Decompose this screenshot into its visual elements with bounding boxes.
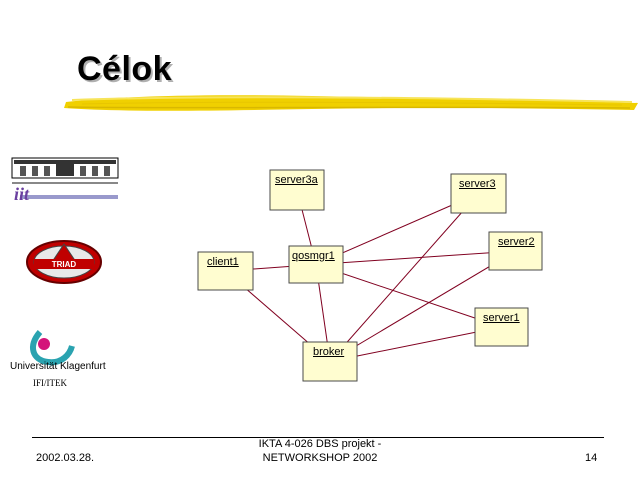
edge-server2-broker (329, 250, 516, 362)
edge-qosmgr1-server2 (315, 250, 516, 265)
diagram-nodes (197, 169, 543, 382)
triad-text: TRIAD (52, 260, 77, 269)
node-broker (302, 341, 358, 382)
node-server3a (269, 169, 325, 211)
node-server3 (450, 173, 507, 214)
footer-divider (32, 437, 604, 438)
footer-project-line2: NETWORKSHOP 2002 (262, 452, 378, 464)
ifi-itek-label: IFI/ITEK (33, 378, 67, 388)
iit-text: iit (14, 184, 30, 204)
node-label-client1: client1 (207, 256, 239, 268)
edge-qosmgr1-server1 (315, 264, 502, 328)
node-label-broker: broker (313, 346, 345, 358)
slide-title: Célok (77, 50, 173, 88)
footer-project-line1: IKTA 4-026 DBS projekt - (258, 438, 382, 450)
title-underline-brush (64, 95, 638, 111)
node-label-server1: server1 (483, 312, 520, 324)
footer-date: 2002.03.28. (36, 452, 95, 464)
logo-column: iit TRIAD (11, 157, 119, 366)
node-label-server3a: server3a (275, 174, 318, 186)
node-label-server3: server3 (459, 178, 496, 190)
node-qosmgr1 (288, 245, 344, 284)
uni-klagenfurt-logo (30, 330, 75, 366)
node-server2 (488, 231, 543, 271)
triad-logo: TRIAD (26, 240, 102, 284)
node-label-server2: server2 (498, 236, 535, 248)
node-client1 (197, 251, 254, 291)
footer-project: IKTA 4-026 DBS projekt - NETWORKSHOP 200… (230, 437, 410, 465)
page-number: 14 (585, 452, 598, 464)
iit-logo: iit (11, 157, 119, 204)
edge-server3-broker (329, 193, 479, 362)
node-server1 (474, 307, 529, 347)
diagram-edges (225, 189, 516, 362)
edge-server1-broker (329, 326, 502, 362)
network-diagram (197, 169, 543, 382)
node-label-qosmgr1: qosmgr1 (292, 250, 335, 262)
uni-name-label: Universität Klagenfurt (10, 361, 106, 372)
